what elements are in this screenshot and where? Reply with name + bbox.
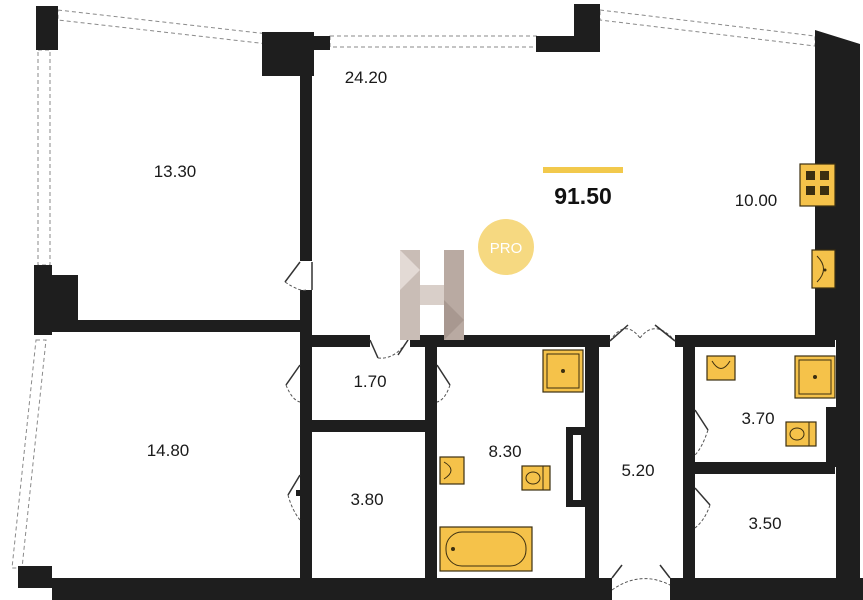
room-area-laundry: 3.50 — [748, 514, 781, 533]
window-left-top — [37, 49, 51, 266]
bath-sink-icon — [439, 456, 465, 485]
stove-icon — [799, 163, 836, 207]
door-entrance — [611, 564, 671, 591]
shower-icon — [542, 349, 584, 393]
watermark-logo-icon — [400, 250, 464, 340]
room-area-living: 24.20 — [345, 68, 388, 87]
room-area-bathroom: 8.30 — [488, 442, 521, 461]
pro-badge-text: PRO — [490, 240, 523, 257]
room-area-closet: 1.70 — [353, 372, 386, 391]
doors — [284, 261, 711, 591]
total-area-accent-bar — [543, 167, 623, 173]
wc-shower-icon — [794, 355, 836, 399]
kitchen-sink-icon — [811, 249, 836, 289]
door-bedroom-bottom — [287, 474, 304, 521]
room-area-bedroom-bottom: 14.80 — [147, 441, 190, 460]
pro-badge: PRO — [478, 219, 534, 275]
wc-sink-icon — [706, 355, 736, 381]
room-area-storage: 3.80 — [350, 490, 383, 509]
window-top-center — [329, 35, 539, 48]
total-area: 91.50 — [543, 167, 623, 209]
total-area-value: 91.50 — [554, 183, 612, 209]
door-closet-right — [436, 364, 451, 403]
wc-toilet-icon — [785, 421, 817, 447]
room-area-hall: 5.20 — [621, 461, 654, 480]
door-hall-top — [609, 324, 676, 342]
bathtub-icon — [439, 526, 533, 572]
room-area-kitchen: 10.00 — [735, 191, 778, 210]
window-top-right — [599, 9, 816, 47]
room-area-bedroom-top: 13.30 — [154, 162, 197, 181]
windows — [11, 9, 816, 569]
door-closet — [369, 339, 409, 359]
door-laundry — [694, 487, 711, 529]
window-top-left — [57, 9, 269, 45]
door-closet-left — [285, 364, 301, 403]
door-wc — [694, 409, 709, 456]
window-left-bottom — [11, 339, 47, 569]
fixtures — [439, 163, 836, 572]
room-area-wc: 3.70 — [741, 409, 774, 428]
door-bedroom-top — [284, 261, 313, 291]
room-labels: 24.20 13.30 10.00 14.80 1.70 3.80 8.30 5… — [147, 68, 782, 533]
toilet-icon — [521, 465, 551, 491]
